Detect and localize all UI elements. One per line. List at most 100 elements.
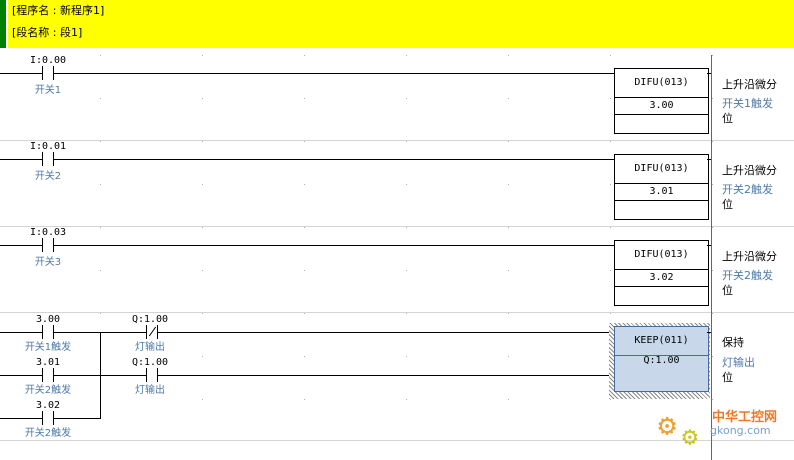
rung-1-instruction-name: DIFU(013) <box>615 69 708 98</box>
grid-dot <box>508 399 509 400</box>
grid-dot <box>508 356 509 357</box>
grid-dot <box>100 184 101 185</box>
rung-4-instruction-name: KEEP(011) <box>615 327 708 356</box>
grid-dot <box>610 98 611 99</box>
rung-separator <box>0 226 794 227</box>
rung-4-set-contact-3-operand: 3.02 <box>35 400 61 411</box>
watermark: ⚙ ⚙ 中华工控网 gkong.com <box>658 402 794 460</box>
grid-dot <box>100 141 101 142</box>
rung-3-out-wire <box>707 245 711 246</box>
program-header <box>0 0 794 48</box>
rung-4-set-contact-1-operand: 3.00 <box>35 314 61 325</box>
rung-2-operand-comment: 开关2触发 <box>722 183 773 196</box>
section-name-label: [段名称 : 段1] <box>12 26 83 39</box>
rung-4-set-contact-2-operand: 3.01 <box>35 357 61 368</box>
grid-dot <box>406 313 407 314</box>
rung-1-operand-comment: 开关1触发 <box>722 97 773 110</box>
rung-3-operand-comment: 开关2触发 <box>722 269 773 282</box>
rung-4-nc-contact-comment: 灯输出 <box>135 342 165 353</box>
watermark-title: 中华工控网 <box>712 410 778 425</box>
grid-dot <box>202 141 203 142</box>
grid-dot <box>712 141 713 142</box>
grid-dot <box>712 184 713 185</box>
grid-dot <box>304 270 305 271</box>
rung-3-difu-block[interactable]: DIFU(013) 3.02 <box>614 240 709 306</box>
program-name-label: [程序名 : 新程序1] <box>12 4 105 17</box>
rung-3-contact-operand: I:0.03 <box>29 227 67 238</box>
rung-3-contact-comment: 开关3 <box>34 257 62 268</box>
grid-dot <box>100 227 101 228</box>
rung-1-difu-block[interactable]: DIFU(013) 3.00 <box>614 68 709 134</box>
grid-dot <box>100 55 101 56</box>
rung-2-wire <box>0 159 614 160</box>
grid-dot <box>712 356 713 357</box>
grid-dot <box>406 399 407 400</box>
grid-dot <box>304 356 305 357</box>
rung-4-set-contact-3[interactable] <box>42 411 54 425</box>
grid-dot <box>712 399 713 400</box>
grid-dot <box>100 270 101 271</box>
rung-1-wire <box>0 73 614 74</box>
rung-3-wire <box>0 245 614 246</box>
rung-4-keep-block[interactable]: KEEP(011) Q:1.00 <box>614 326 709 392</box>
rung-separator <box>0 440 794 441</box>
grid-dot <box>202 184 203 185</box>
rung-4-nc-contact[interactable] <box>146 325 158 339</box>
grid-dot <box>712 270 713 271</box>
grid-dot <box>100 313 101 314</box>
grid-dot <box>610 399 611 400</box>
rung-4-branch-join <box>100 332 101 419</box>
grid-dot <box>610 313 611 314</box>
rung-4-out-wire <box>707 332 711 333</box>
grid-dot <box>610 270 611 271</box>
rung-4-no-contact-operand: Q:1.00 <box>131 357 169 368</box>
gear-icon: ⚙ <box>658 408 677 443</box>
rung-3-instruction-operand: 3.02 <box>615 270 708 287</box>
grid-dot <box>100 98 101 99</box>
grid-dot <box>304 227 305 228</box>
rung-1-contact-no[interactable] <box>42 66 54 80</box>
grid-dot <box>406 55 407 56</box>
grid-dot <box>712 313 713 314</box>
grid-dot <box>202 270 203 271</box>
grid-dot <box>406 184 407 185</box>
rung-4-no-contact[interactable] <box>146 368 158 382</box>
rung-2-instruction-name: DIFU(013) <box>615 155 708 184</box>
rung-4-set-contact-2[interactable] <box>42 368 54 382</box>
rung-1-contact-operand: I:0.00 <box>29 55 67 66</box>
rung-4-operand-comment: 灯输出 <box>722 356 755 369</box>
grid-dot <box>610 184 611 185</box>
rung-2-contact-no[interactable] <box>42 152 54 166</box>
rung-4-operand-comment-2: 位 <box>722 371 733 384</box>
grid-dot <box>406 356 407 357</box>
right-power-rail <box>711 55 712 460</box>
grid-dot <box>406 270 407 271</box>
watermark-url: gkong.com <box>710 424 771 437</box>
grid-dot <box>712 227 713 228</box>
rung-4-reset-wire <box>0 375 614 376</box>
grid-dot <box>508 141 509 142</box>
rung-1-operand-comment-2: 位 <box>722 112 733 125</box>
grid-dot <box>304 141 305 142</box>
rung-3-contact-no[interactable] <box>42 238 54 252</box>
grid-dot <box>304 399 305 400</box>
rung-4-set-wire <box>0 332 614 333</box>
rung-separator <box>0 140 794 141</box>
grid-dot <box>304 98 305 99</box>
grid-dot <box>610 55 611 56</box>
rung-3-instruction-name: DIFU(013) <box>615 241 708 270</box>
grid-dot <box>712 55 713 56</box>
grid-dot <box>508 98 509 99</box>
grid-dot <box>508 313 509 314</box>
grid-dot <box>610 227 611 228</box>
section-marker-gap <box>6 0 8 48</box>
rung-4-no-contact-comment: 灯输出 <box>135 385 165 396</box>
rung-2-out-wire <box>707 159 711 160</box>
grid-dot <box>712 98 713 99</box>
rung-4-set-contact-1-comment: 开关1触发 <box>24 342 72 353</box>
rung-2-difu-block[interactable]: DIFU(013) 3.01 <box>614 154 709 220</box>
grid-dot <box>508 227 509 228</box>
rung-4-set-contact-1[interactable] <box>42 325 54 339</box>
grid-dot <box>202 313 203 314</box>
